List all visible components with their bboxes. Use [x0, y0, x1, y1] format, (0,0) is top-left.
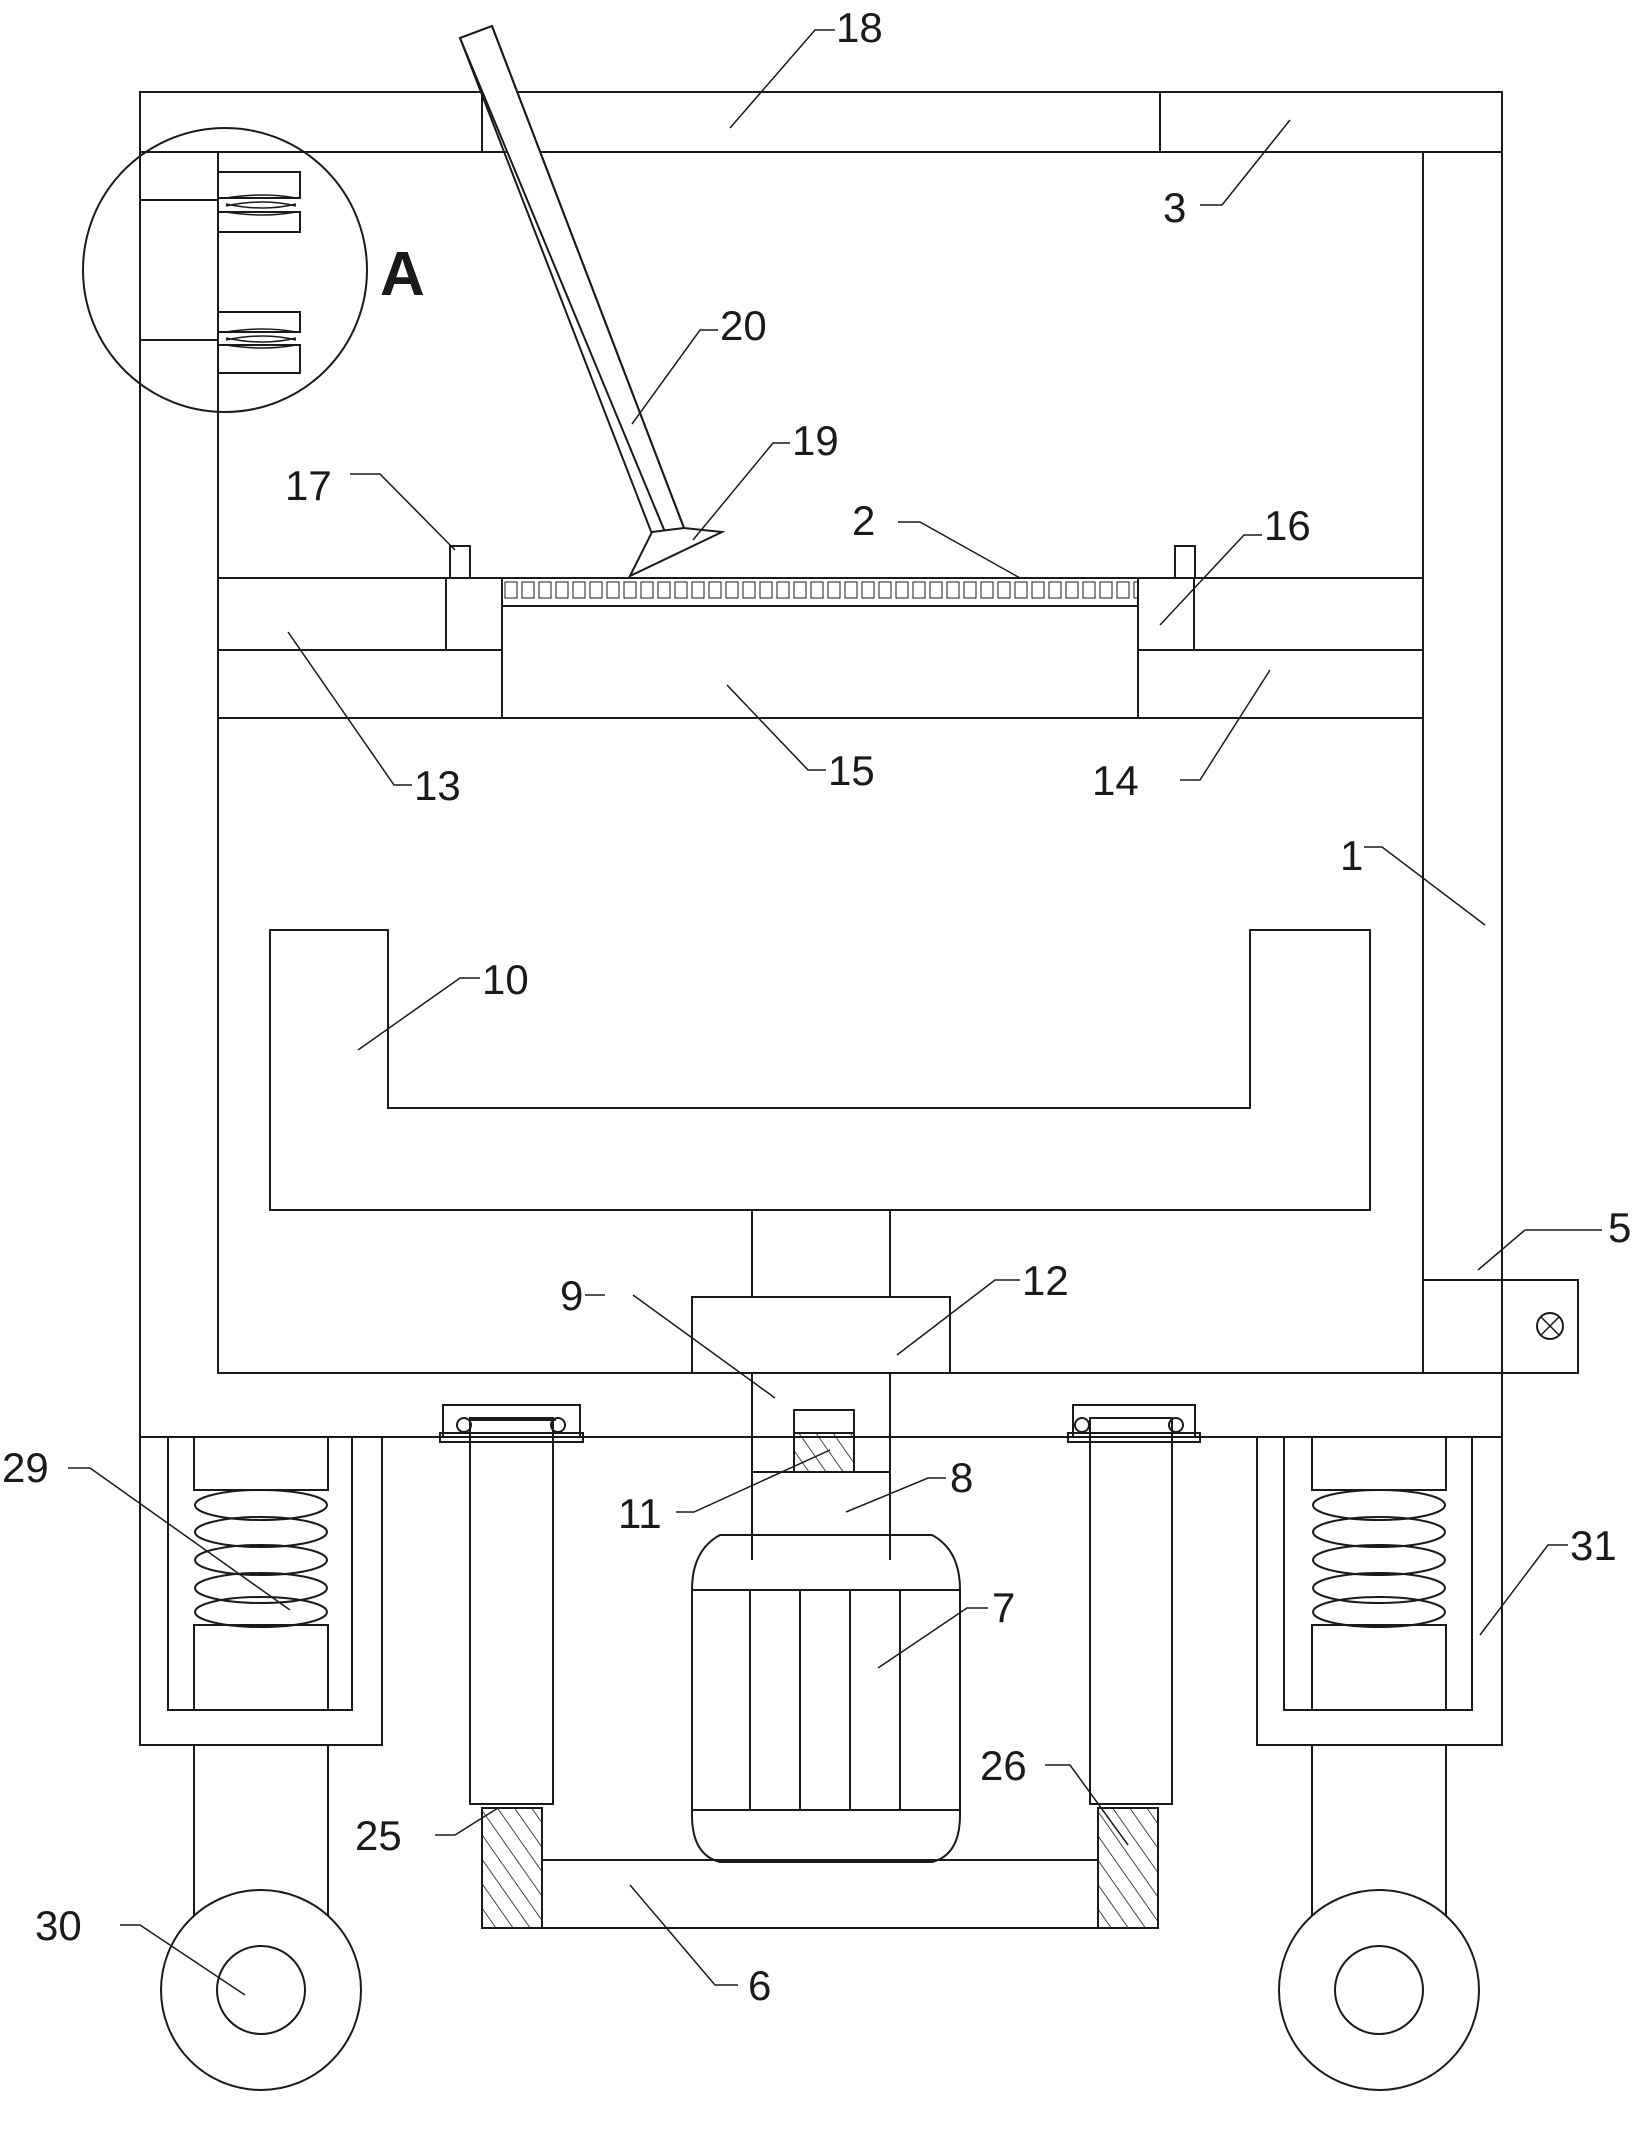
label-25: 25: [355, 1812, 402, 1859]
label-16: 16: [1264, 502, 1311, 549]
label-3: 3: [1163, 184, 1186, 231]
drive-shaft: [691, 1210, 951, 1560]
leader-lines: [68, 29, 1602, 1996]
motor: [691, 1534, 961, 1863]
stirring-rod: [458, 24, 726, 579]
top-cover: [481, 92, 1161, 152]
label-26: 26: [980, 1742, 1027, 1789]
detail-callout-a: A: [380, 240, 425, 309]
label-2: 2: [852, 497, 875, 544]
label-31: 31: [1570, 1522, 1617, 1569]
detail-circle-a: [82, 127, 368, 413]
wheel-right: [1278, 1745, 1480, 2091]
label-13: 13: [414, 762, 461, 809]
lift-columns: [439, 1404, 1201, 1929]
label-18: 18: [836, 4, 883, 51]
label-14: 14: [1092, 757, 1139, 804]
label-10: 10: [482, 956, 529, 1003]
screen-assembly: [218, 545, 1423, 719]
label-6: 6: [748, 1962, 771, 2009]
label-30: 30: [35, 1902, 82, 1949]
label-8: 8: [950, 1454, 973, 1501]
label-15: 15: [828, 747, 875, 794]
frame-body: [139, 91, 1503, 1746]
suspension-left: [167, 1437, 353, 1711]
label-1: 1: [1340, 832, 1363, 879]
handle: [1422, 1279, 1579, 1374]
label-17: 17: [285, 462, 332, 509]
suspension-right: [1283, 1437, 1473, 1711]
label-7: 7: [992, 1584, 1015, 1631]
collecting-tray: [269, 929, 1371, 1211]
label-9: 9: [560, 1272, 583, 1319]
label-5: 5: [1608, 1204, 1631, 1251]
label-20: 20: [720, 302, 767, 349]
label-29: 29: [2, 1444, 49, 1491]
wheel-left: [160, 1745, 362, 2091]
label-19: 19: [792, 417, 839, 464]
label-11: 11: [618, 1490, 662, 1537]
label-12: 12: [1022, 1257, 1069, 1304]
part-labels: A 18 3 20 19 2 16 17 13 15 14 1 10 5 9 1…: [2, 4, 1631, 2009]
